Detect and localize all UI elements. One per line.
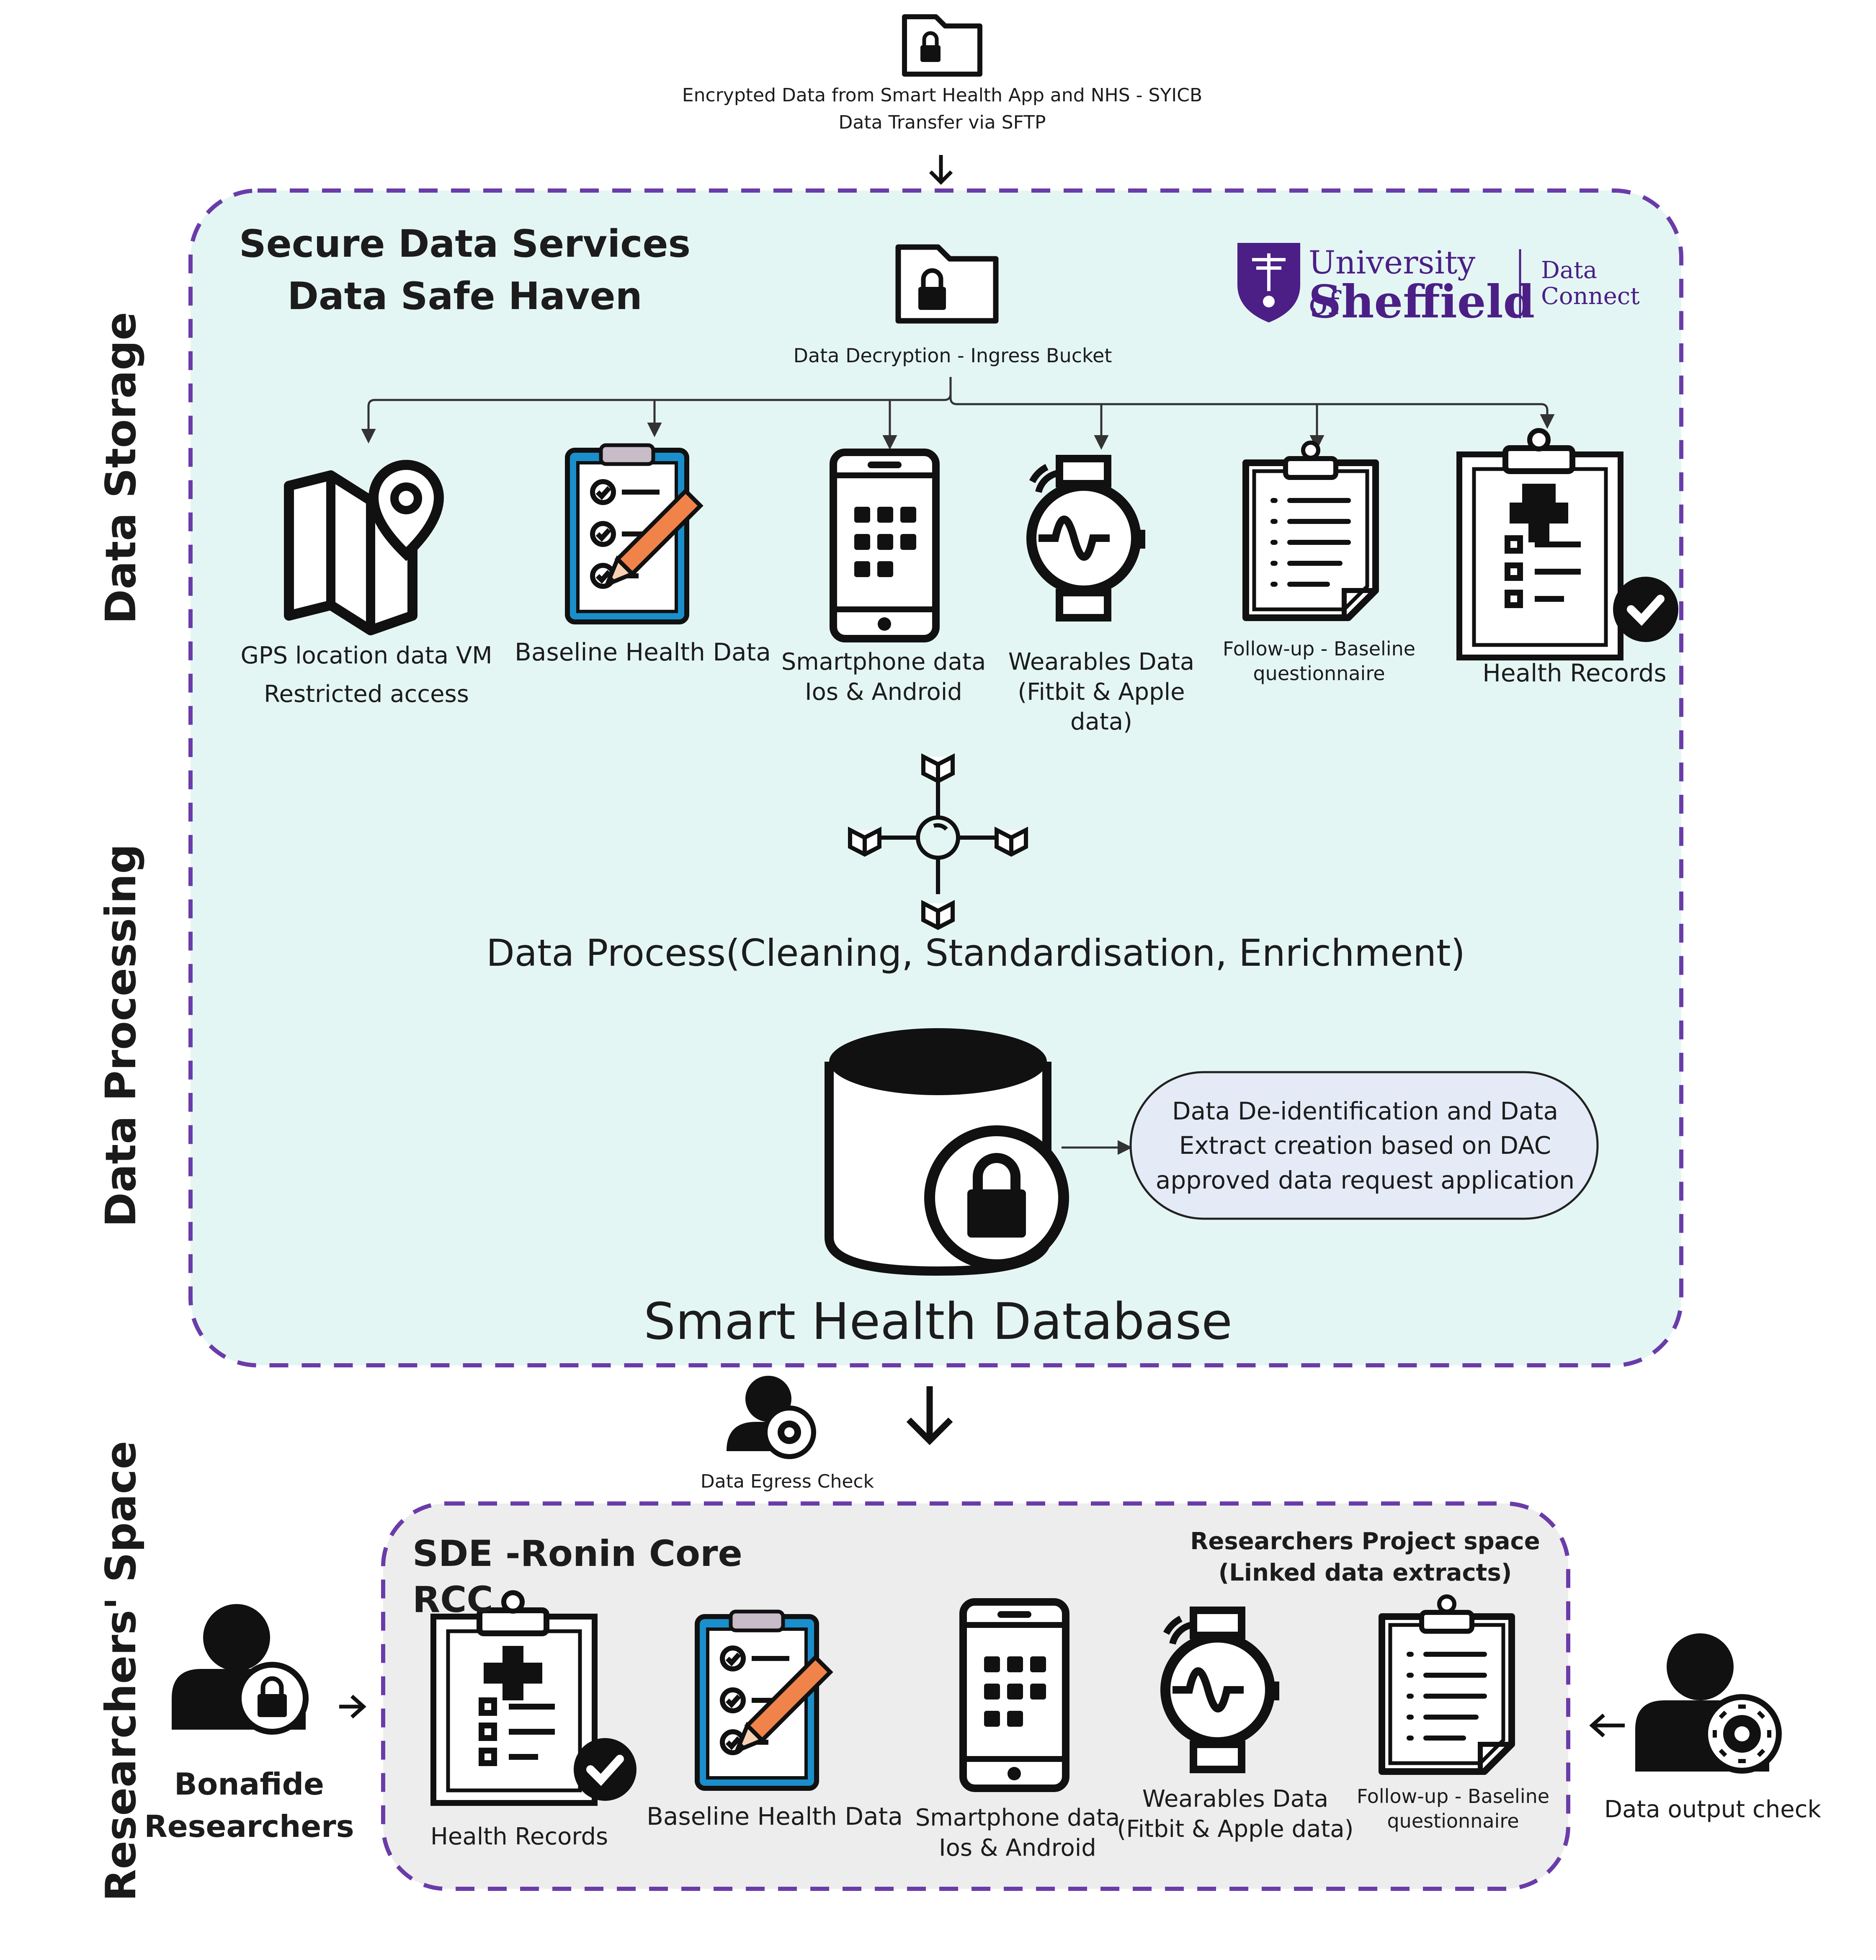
egress-arrow	[906, 1386, 953, 1445]
questionnaire-icon	[1242, 441, 1379, 621]
rcc-smartphone-icon	[959, 1598, 1069, 1792]
rcc-label-wearables: Wearables Data (Fitbit & Apple data)	[1117, 1785, 1354, 1843]
rcc-project-line2: (Linked data extracts)	[1218, 1559, 1512, 1586]
deid-box	[1129, 1071, 1599, 1220]
logo-university-line1: University of	[1309, 244, 1476, 322]
smartwatch-icon	[1026, 455, 1145, 622]
database-lock-icon	[825, 1028, 1069, 1276]
haven-title-line2: Data Safe Haven	[287, 274, 642, 318]
ingress-folder-icon	[895, 244, 999, 324]
source-label-gps: GPS location data VM Restricted access	[240, 642, 492, 708]
rcc-title: SDE -Ronin Core RCC	[412, 1533, 742, 1621]
clipboard-checklist-icon	[565, 443, 704, 624]
researchers-label: Bonafide Researchers	[144, 1767, 354, 1844]
source-label-smartphone: Smartphone data Ios & Android	[781, 648, 986, 706]
deid-label: Data De-identification and Data Extract …	[1155, 1097, 1575, 1194]
smartphone-icon	[830, 449, 940, 642]
distribution-connectors	[361, 377, 1555, 450]
rcc-label-smartphone: Smartphone data Ios & Android	[915, 1804, 1120, 1862]
logo-data: Data	[1541, 257, 1598, 284]
rcc-smartwatch-icon	[1160, 1607, 1279, 1773]
researcher-lock-icon	[172, 1604, 309, 1735]
source-label-health-records: Health Records	[1482, 659, 1667, 687]
researchers-arrow	[339, 1694, 366, 1719]
source-label-followup: Follow-up - Baseline questionnaire	[1222, 637, 1416, 685]
side-label-storage: Data Storage	[96, 312, 145, 624]
medical-clipboard-icon	[1456, 428, 1678, 660]
rcc-label-baseline: Baseline Health Data	[647, 1802, 903, 1831]
rcc-questionnaire-icon	[1379, 1594, 1515, 1775]
database-label: Smart Health Database	[644, 1293, 1232, 1351]
source-label-wearables: Wearables Data (Fitbit & Apple data)	[1008, 648, 1195, 736]
output-check-arrow	[1589, 1713, 1625, 1738]
rcc-label-health-records: Health Records	[430, 1823, 608, 1850]
logo-university-line2: Sheffield	[1309, 276, 1535, 328]
source-label-baseline: Baseline Health Data	[515, 638, 771, 666]
input-source-line1: Encrypted Data from Smart Health App and…	[682, 85, 1203, 106]
egress-user-icon	[727, 1376, 816, 1459]
egress-label: Data Egress Check	[700, 1471, 874, 1492]
map-pin-icon	[284, 459, 444, 635]
input-source-line2: Data Transfer via SFTP	[838, 112, 1046, 133]
process-label: Data Process(Cleaning, Standardisation, …	[486, 931, 1465, 975]
ingress-label: Data Decryption - Ingress Bucket	[793, 344, 1112, 367]
haven-title-line1: Secure Data Services	[239, 222, 691, 266]
rcc-medical-clipboard-icon	[430, 1590, 636, 1806]
rcc-project-line1: Researchers Project space	[1190, 1528, 1540, 1555]
output-check-user-icon	[1635, 1633, 1782, 1774]
side-label-processing: Data Processing	[96, 843, 145, 1227]
rcc-label-followup: Follow-up - Baseline questionnaire	[1356, 1785, 1550, 1832]
university-crest-icon	[1237, 243, 1300, 322]
rcc-clipboard-checklist-icon	[695, 1609, 833, 1791]
data-process-hub-icon	[848, 753, 1028, 930]
encrypted-folder-icon	[902, 14, 982, 77]
output-check-label: Data output check	[1604, 1796, 1821, 1823]
logo-connect: Connect	[1541, 283, 1640, 310]
